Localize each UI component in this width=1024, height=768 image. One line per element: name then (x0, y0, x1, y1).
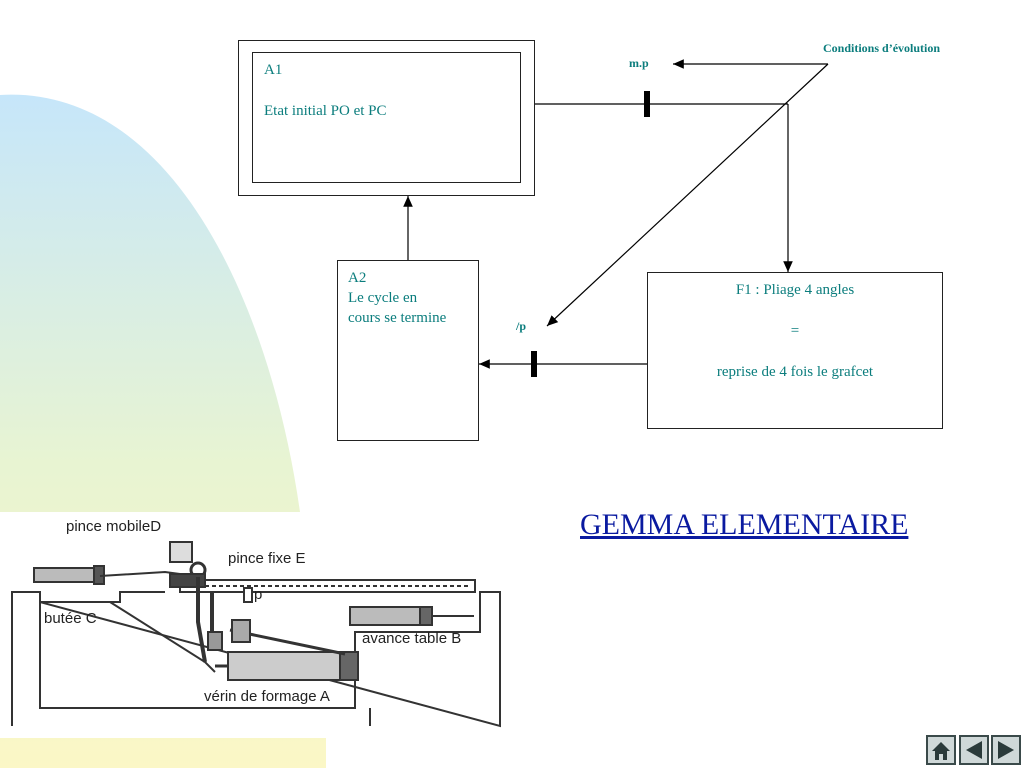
notp-label: /p (516, 319, 527, 333)
label-pince-mobile: pince mobileD (66, 518, 162, 535)
home-button[interactable] (926, 735, 956, 765)
a1-box: A1 Etat initial PO et PC (252, 52, 521, 183)
a2-body: Le cycle en cours se termine (348, 290, 447, 326)
a1-body: Etat initial PO et PC (264, 103, 387, 119)
machine-drawing (11, 541, 501, 728)
home-icon (932, 742, 950, 760)
f1-line1: F1 : Pliage 4 angles (735, 282, 855, 298)
label-pince-fixe: pince fixe E (228, 550, 306, 567)
a1-outer-frame: A1 Etat initial PO et PC (238, 40, 535, 196)
f1-box: F1 : Pliage 4 angles = reprise de 4 fois… (647, 272, 943, 429)
conditions-label: Conditions d’évolution (823, 41, 941, 55)
machine-figure: pince mobileD pince fixe E p butée C ava… (0, 512, 506, 738)
label-p: p (254, 586, 263, 603)
mp-label: m.p (629, 56, 649, 70)
f1-line3: reprise de 4 fois le grafcet (716, 364, 874, 380)
next-slide-icon (998, 741, 1014, 759)
previous-button[interactable] (959, 735, 989, 765)
page-title[interactable]: GEMMA ELEMENTAIRE (580, 508, 909, 541)
next-button[interactable] (991, 735, 1021, 765)
previous-slide-icon (966, 741, 982, 759)
label-verin: vérin de formage A (204, 688, 330, 705)
f1-line2: = (790, 323, 800, 339)
a2-box: A2 Le cycle en cours se termine (337, 260, 479, 441)
label-butee: butée C (44, 610, 97, 627)
label-avance-table: avance table B (362, 630, 462, 647)
a2-title: A2 (348, 270, 367, 286)
a1-title: A1 (264, 62, 283, 78)
